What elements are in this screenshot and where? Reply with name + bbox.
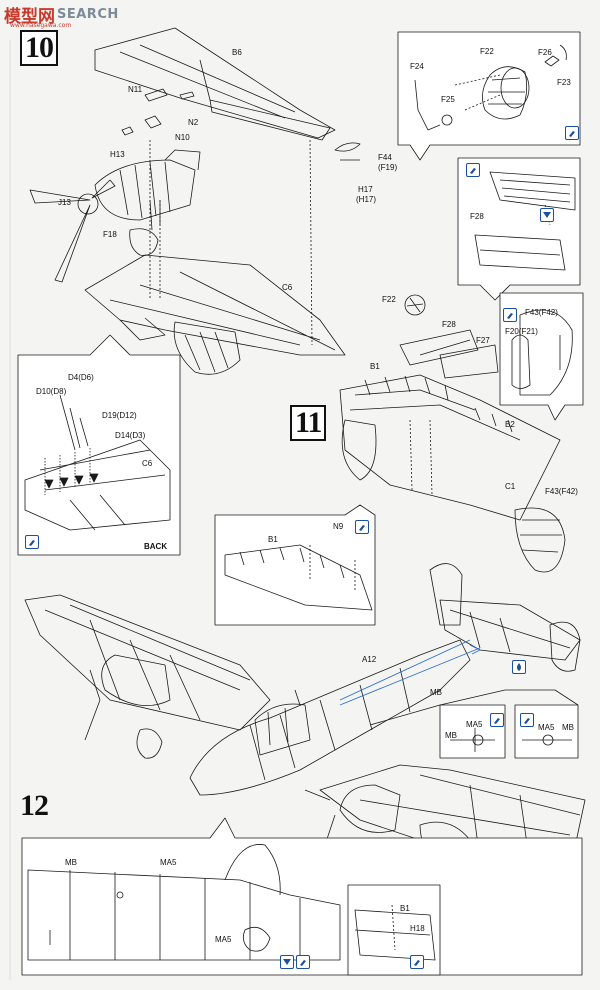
label-f26: F26 [538, 48, 552, 57]
label-d19: D19(D12) [102, 411, 137, 420]
wing-b1-b2 [339, 374, 561, 521]
paint-icon [503, 308, 517, 322]
watermark-url: www.hasegawa.com [10, 22, 72, 29]
paint-icon [410, 955, 424, 969]
engine-nacelle [94, 159, 196, 221]
paint-icon [565, 126, 579, 140]
label-d4: D4(D6) [68, 373, 94, 382]
paint-icon [490, 713, 504, 727]
inset-engine [397, 31, 581, 161]
inset-aileron [214, 504, 376, 626]
inset-step12 [21, 817, 583, 976]
fuselage-a12 [189, 639, 471, 796]
label-b1-inset12: B1 [400, 904, 410, 913]
glue-icon [280, 955, 294, 969]
watermark-cn: 模型网 [4, 6, 55, 27]
label-h17: H17 [358, 185, 373, 194]
watermark: 模型网 SEARCH www.hasegawa.com [4, 2, 119, 30]
label-ma5-inset12: MA5 [160, 858, 177, 867]
paint-icon [520, 713, 534, 727]
label-f28-inset: F28 [470, 212, 484, 221]
label-b1-aileron: B1 [268, 535, 278, 544]
paint-icon [296, 955, 310, 969]
label-b1: B1 [370, 362, 380, 371]
inset-ma5-a [439, 704, 506, 759]
label-back: BACK [144, 542, 168, 551]
left-wing [24, 594, 271, 731]
label-ma5-b: MA5 [538, 723, 555, 732]
label-f27: F27 [476, 336, 490, 345]
label-c1: C1 [505, 482, 516, 491]
label-mb-inset12: MB [65, 858, 77, 867]
label-f25: F25 [441, 95, 455, 104]
wing-c6 [84, 254, 346, 356]
paint-icon [466, 163, 480, 177]
label-n2: N2 [188, 118, 199, 127]
inset-radiator [457, 157, 581, 301]
wing-b6 [94, 27, 336, 139]
label-mb-b: MB [562, 723, 574, 732]
label-h13: H13 [110, 150, 125, 159]
label-f43-inset: F43(F42) [525, 308, 558, 317]
label-c6-inset: C6 [142, 459, 153, 468]
label-b6: B6 [232, 48, 242, 57]
right-wing [319, 764, 586, 871]
label-b2: B2 [505, 420, 515, 429]
label-mb-a: MB [445, 731, 457, 740]
label-n10: N10 [175, 133, 190, 142]
droplet-icon [512, 660, 526, 674]
inset-step10 [17, 334, 181, 556]
label-f18: F18 [103, 230, 117, 239]
label-f22-step11: F22 [382, 295, 396, 304]
label-h17b: (H17) [356, 195, 377, 204]
label-ma5-a: MA5 [466, 720, 483, 729]
label-f28: F28 [442, 320, 456, 329]
label-h18: H18 [410, 924, 425, 933]
label-c6: C6 [282, 283, 293, 292]
label-d14: D14(D3) [115, 431, 146, 440]
label-j13: J13 [58, 198, 71, 207]
glue-icon [540, 208, 554, 222]
propeller [29, 179, 116, 283]
label-f43-step11: F43(F42) [545, 487, 578, 496]
paint-icon [355, 520, 369, 534]
label-f24: F24 [410, 62, 424, 71]
paint-icon [25, 535, 39, 549]
label-mb: MB [430, 688, 442, 697]
label-f19: (F19) [378, 163, 398, 172]
step-number-11: 11 [290, 405, 327, 441]
label-ma5-inset12-b: MA5 [215, 935, 232, 944]
watermark-en: SEARCH [57, 6, 119, 22]
label-f23: F23 [557, 78, 571, 87]
tailplane [439, 599, 581, 661]
label-a12: A12 [362, 655, 377, 664]
step-number-12: 12 [20, 789, 49, 822]
label-f22: F22 [480, 47, 494, 56]
step-number-10: 10 [20, 30, 58, 66]
label-n9: N9 [333, 522, 344, 531]
label-f20: F20(F21) [505, 327, 538, 336]
label-d10: D10(D8) [36, 387, 67, 396]
label-f44: F44 [378, 153, 392, 162]
label-n11: N11 [128, 85, 143, 94]
